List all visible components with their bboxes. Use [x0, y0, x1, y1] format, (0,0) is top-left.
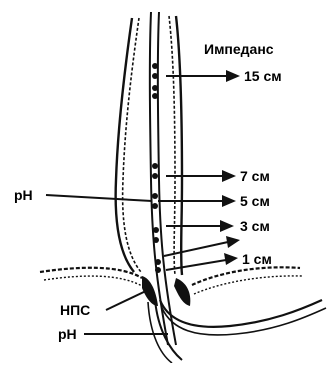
label-ph-lower: pH	[58, 326, 77, 342]
nps-pointer	[106, 290, 148, 310]
label-ph-upper: pH	[14, 187, 33, 203]
label-5cm: 5 см	[240, 193, 270, 209]
stomach-contour	[148, 300, 326, 363]
esophagus-right-wall	[169, 16, 182, 275]
arrow-7cm	[166, 170, 236, 182]
label-1cm: 1 см	[242, 251, 272, 267]
diaphragm	[40, 267, 302, 294]
label-3cm: 3 см	[240, 218, 270, 234]
arrow-3cm	[166, 220, 234, 232]
arrow-15cm	[166, 70, 240, 82]
impedance-title: Импеданс	[204, 41, 274, 57]
arrow-1cm	[166, 253, 238, 270]
esophagus-left-wall	[116, 18, 141, 272]
label-7cm: 7 см	[240, 168, 270, 184]
arrow-5cm	[158, 195, 236, 207]
ph-upper-line	[46, 195, 152, 201]
label-15cm: 15 см	[244, 68, 282, 84]
arrow-unlabeled	[164, 236, 240, 256]
label-nps: НПС	[60, 302, 90, 318]
